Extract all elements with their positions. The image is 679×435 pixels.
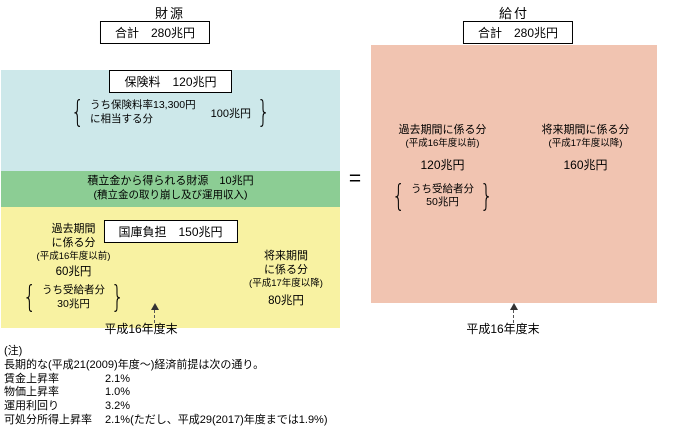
benefit-past-name: 過去期間に係る分 — [398, 124, 487, 136]
treasury-label-box: 国庫負担 150兆円 — [103, 220, 238, 243]
assumption-value: 1.0% — [105, 386, 131, 399]
right-brace-icon: } — [479, 178, 494, 214]
benefit-panel-title: 給付 — [498, 6, 529, 21]
treasury-section: 国庫負担 150兆円 過去期間 に係る分 (平成16年度以前) 60兆円 { う… — [1, 207, 340, 328]
arrow-up-icon — [509, 303, 518, 310]
assumption-label: 運用利回り — [4, 400, 59, 412]
benefit-future-period: (平成17年度以降) — [548, 137, 623, 149]
left-brace-icon: { — [70, 95, 85, 131]
right-brace-icon: } — [110, 280, 125, 316]
treasury-past-period: (平成16年度以前) — [36, 250, 111, 262]
notes-intro: 長期的な(平成21(2009)年度〜)経済前提は次の通り。 — [4, 358, 265, 371]
treasury-future-block: 将来期間 に係る分 (平成17年度以降) 80兆円 — [225, 249, 347, 309]
notes-header: (注) — [4, 345, 23, 357]
reserve-line2: (積立金の取り崩し及び運用収入) — [93, 189, 248, 202]
left-brace-icon: { — [391, 178, 406, 214]
assumption-row: 可処分所得上昇率 2.1%(ただし、平成29(2017)年度までは1.9%) — [4, 414, 328, 428]
equals-sign: = — [348, 167, 362, 190]
source-timeline-arrow — [150, 303, 159, 323]
assumption-label: 賃金上昇率 — [4, 372, 59, 385]
assumption-value: 3.2% — [105, 400, 131, 412]
benefit-past-breakdown-text: うち受給者分 50兆円 — [411, 182, 474, 209]
benefit-future-name: 将来期間に係る分 — [541, 124, 630, 136]
treasury-future-name: 将来期間 に係る分 — [264, 250, 308, 277]
premium-breakdown-value: 100兆円 — [210, 107, 251, 120]
benefit-section: 過去期間に係る分 (平成16年度以前) 120兆円 { うち受給者分 50兆円 … — [371, 45, 657, 303]
treasury-future-period: (平成17年度以降) — [249, 277, 323, 289]
treasury-past-name: 過去期間 に係る分 — [51, 223, 96, 250]
treasury-future-value: 80兆円 — [268, 294, 304, 307]
treasury-past-breakdown-text: うち受給者分 30兆円 — [42, 283, 105, 310]
arrow-up-icon — [150, 303, 159, 310]
benefit-past-value: 120兆円 — [420, 157, 465, 172]
source-panel-title: 財源 — [154, 6, 185, 21]
reserve-line1: 積立金から得られる財源 10兆円 — [87, 175, 254, 187]
benefit-future-block: 将来期間に係る分 (平成17年度以降) 160兆円 — [514, 45, 657, 303]
assumption-label: 可処分所得上昇率 — [4, 413, 92, 426]
benefit-past-breakdown: { うち受給者分 50兆円 } — [371, 178, 514, 214]
left-brace-icon: { — [22, 280, 37, 316]
source-stack: 保険料 120兆円 { うち保険料率13,300円 に相当する分 100兆円 }… — [1, 45, 340, 328]
notes: (注) 長期的な(平成21(2009)年度〜)経済前提は次の通り。 賃金上昇率 2… — [4, 345, 328, 428]
dashed-line — [513, 310, 514, 323]
assumption-row: 運用利回り 3.2% — [4, 400, 328, 414]
source-total-box: 合計 280兆円 — [99, 21, 211, 44]
benefit-total-box: 合計 280兆円 — [462, 21, 574, 44]
assumption-label: 物価上昇率 — [4, 386, 59, 399]
treasury-past-breakdown: { うち受給者分 30兆円 } — [11, 280, 136, 316]
premium-section: 保険料 120兆円 { うち保険料率13,300円 に相当する分 100兆円 } — [1, 70, 340, 171]
treasury-past-block: 過去期間 に係る分 (平成16年度以前) 60兆円 { うち受給者分 30兆円 … — [11, 222, 136, 316]
dashed-line — [154, 310, 155, 323]
assumption-row: 賃金上昇率 2.1% — [4, 373, 328, 387]
assumption-value: 2.1% — [105, 372, 131, 385]
treasury-past-value: 60兆円 — [55, 265, 92, 278]
benefit-axis-label: 平成16年度末 — [466, 322, 540, 336]
benefit-future-value: 160兆円 — [563, 157, 608, 172]
assumption-row: 物価上昇率 1.0% — [4, 386, 328, 400]
reserve-section: 積立金から得られる財源 10兆円 (積立金の取り崩し及び運用収入) — [1, 171, 340, 207]
premium-label-box: 保険料 120兆円 — [109, 70, 232, 93]
benefit-past-period: (平成16年度以前) — [405, 137, 480, 149]
source-axis-label: 平成16年度末 — [104, 322, 178, 336]
benefit-past-block: 過去期間に係る分 (平成16年度以前) 120兆円 { うち受給者分 50兆円 … — [371, 45, 514, 303]
premium-breakdown-text: うち保険料率13,300円 に相当する分 — [90, 99, 196, 125]
benefit-timeline-arrow — [509, 303, 518, 323]
premium-breakdown: { うち保険料率13,300円 に相当する分 100兆円 } — [1, 95, 340, 131]
assumption-value: 2.1%(ただし、平成29(2017)年度までは1.9%) — [105, 413, 328, 426]
right-brace-icon: } — [256, 95, 271, 131]
